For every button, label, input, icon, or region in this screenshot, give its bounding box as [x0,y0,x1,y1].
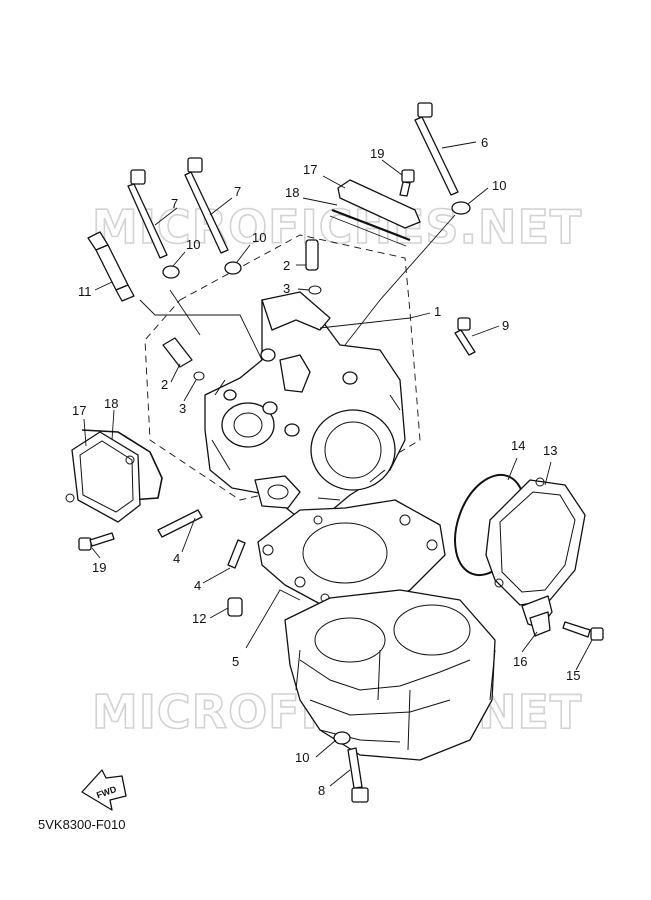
dowel-12 [227,597,243,617]
cylinder-block [284,589,496,761]
bracket-16 [529,611,551,637]
callout-13: 13 [543,443,557,458]
callout-14: 14 [511,438,525,453]
bolt-7-left [127,169,168,259]
spark-plug-11 [87,231,135,302]
watermark-top: MICROFICHES.NET [92,200,582,254]
callout-3-left: 3 [179,401,186,416]
head-gasket [257,499,446,613]
callout-5: 5 [232,654,239,669]
washer-10-d [333,731,351,745]
callout-17-left: 17 [72,403,86,418]
washer-10-c [451,201,471,215]
bolt-7-right [184,157,229,254]
callout-2-top: 2 [283,258,290,273]
callout-9: 9 [502,318,509,333]
valve-guide-2-left [162,337,193,368]
washer-10-b [224,261,242,275]
bolt-8 [347,747,369,803]
callout-12: 12 [192,611,206,626]
top-plate [329,179,421,247]
callout-3-top: 3 [283,281,290,296]
callout-7-right: 7 [234,184,241,199]
callout-16: 16 [513,654,527,669]
stud-4-lower [227,539,246,569]
callout-7-left: 7 [171,196,178,211]
valve-guide-2-top [305,239,319,271]
leader-lines [83,141,593,787]
callout-11: 11 [78,284,92,299]
callout-19-top: 19 [370,146,384,161]
callout-17-top: 17 [303,162,317,177]
callout-4-upper: 4 [173,551,180,566]
callout-18-top: 18 [285,185,299,200]
callout-2-left: 2 [161,377,168,392]
bolt-19-left [78,532,115,551]
callout-4-lower: 4 [194,578,201,593]
circlip-3-top [308,285,322,295]
callout-15: 15 [566,668,580,683]
bolt-6 [414,102,459,196]
callout-1: 1 [434,304,441,319]
bolt-19-top [399,169,415,197]
stud-4-upper [157,509,203,538]
callout-6: 6 [481,135,488,150]
bolt-15 [562,621,604,641]
forward-arrow: FWD [81,769,127,811]
callout-10-b: 10 [252,230,266,245]
callout-18-left: 18 [104,396,118,411]
cylinder-head [204,291,406,521]
callout-19-left: 19 [92,560,106,575]
circlip-3-left [193,371,205,381]
valve-cover-left [65,429,163,523]
callout-8: 8 [318,783,325,798]
diagram-code: 5VK8300-F010 [38,817,126,832]
bolt-9 [454,317,476,356]
callouts: 1 2 2 3 3 4 4 5 6 7 7 8 9 10 10 10 10 11… [72,135,580,798]
callout-10-a: 10 [186,237,200,252]
washer-10-a [162,265,180,279]
callout-10-d: 10 [295,750,309,765]
callout-10-c: 10 [492,178,506,193]
